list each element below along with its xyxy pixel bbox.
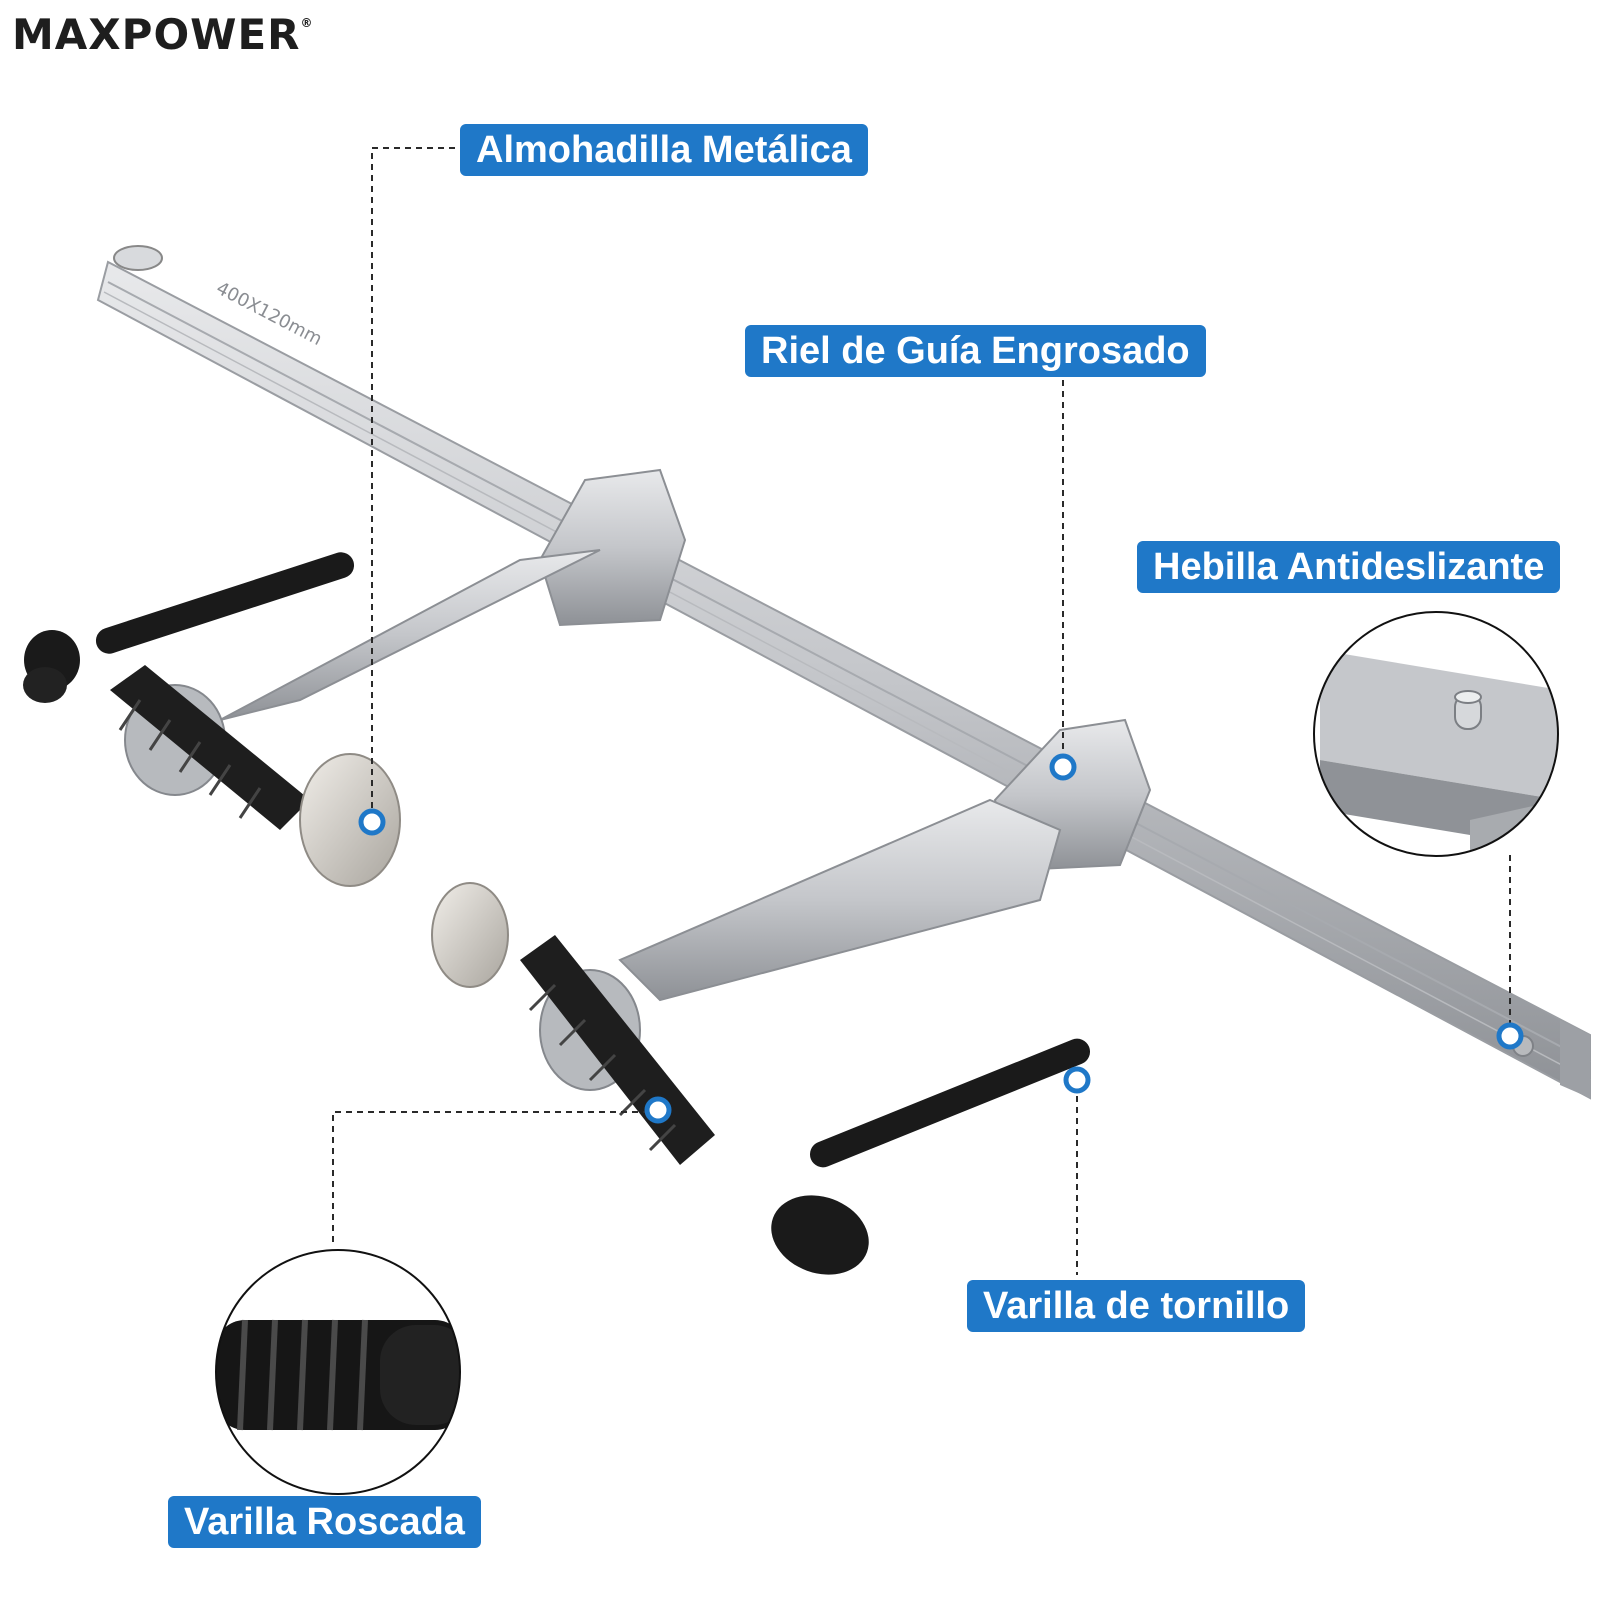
- metal-pad-lower: [431, 882, 509, 988]
- upper-screw-assembly: [23, 552, 401, 887]
- zoom-roscada: [215, 1249, 461, 1495]
- dot-almohadilla: [358, 808, 386, 836]
- callout-dots: [358, 753, 1524, 1124]
- callout-almohadilla-metalica: Almohadilla Metálica: [460, 124, 868, 176]
- dot-tornillo: [1063, 1066, 1091, 1094]
- callout-hebilla-antideslizante: Hebilla Antideslizante: [1137, 541, 1561, 593]
- rail-end-screw: [113, 245, 163, 271]
- dot-roscada: [644, 1096, 672, 1124]
- leader-roscada: [332, 1111, 660, 1245]
- callout-varilla-tornillo: Varilla de tornillo: [967, 1280, 1306, 1332]
- metal-pad-upper: [299, 753, 401, 887]
- dot-hebilla: [1496, 1022, 1524, 1050]
- sliding-jaw: [539, 718, 1152, 1091]
- callout-varilla-roscada: Varilla Roscada: [168, 1496, 481, 1548]
- leader-lines: [332, 147, 1511, 1275]
- trademark-mark: ®: [300, 16, 314, 30]
- brand-logo: MAXPOWER®: [12, 10, 314, 59]
- brand-logo-text: MAXPOWER: [12, 10, 301, 59]
- callout-riel-guia: Riel de Guía Engrosado: [745, 325, 1206, 377]
- dot-riel: [1049, 753, 1077, 781]
- zoom-hebilla: [1313, 611, 1559, 857]
- leader-almohadilla: [371, 147, 455, 815]
